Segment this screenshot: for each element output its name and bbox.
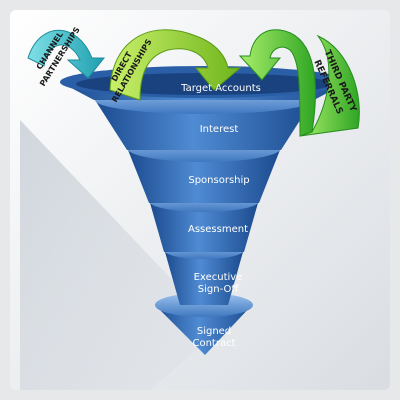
funnel-stage-5-band (165, 252, 243, 305)
arrow-direct-relationships (109, 29, 242, 101)
funnel-stage-2-band (95, 100, 313, 150)
stage-label-target-accounts: Target Accounts (180, 83, 261, 94)
funnel-shadow (20, 120, 220, 390)
stage-label-signed: Signed (197, 326, 231, 337)
arrow-channel-partnerships (27, 29, 106, 79)
funnel-stage-4-band (150, 203, 258, 252)
stage-label-interest: Interest (200, 124, 239, 135)
stage-label-assessment: Assessment (188, 224, 248, 235)
arrow-third-party-referrals (238, 29, 360, 137)
stage-label-sponsorship: Sponsorship (188, 175, 249, 186)
stage-label-executive: Executive (194, 272, 243, 283)
stage-label-sign-off: Sign-Off (198, 284, 240, 295)
stage-label-contract: Contract (192, 338, 235, 349)
funnel-stage-6-band (155, 305, 252, 355)
funnel-stage-3-band (128, 150, 280, 203)
